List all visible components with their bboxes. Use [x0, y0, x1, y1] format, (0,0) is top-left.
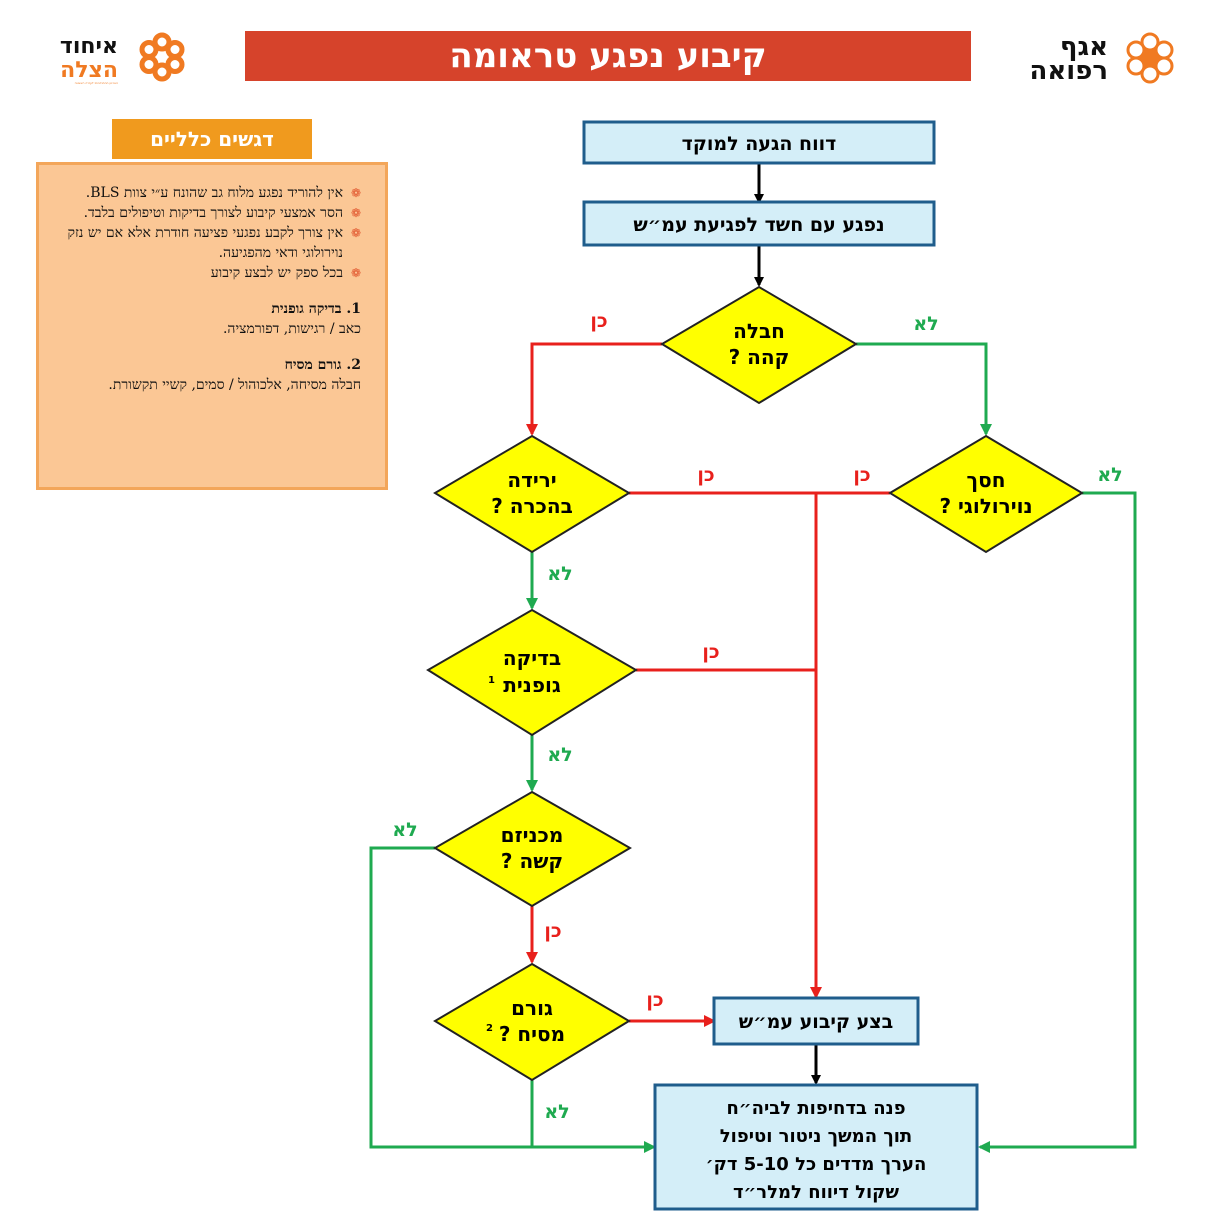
label-yes: כן [646, 989, 663, 1011]
medical-division-logo: אגף רפואה [1010, 28, 1185, 88]
no-neuro-to-evac [978, 491, 1137, 1153]
blunt-line-2: קהה ? [729, 345, 790, 369]
note-item: ❁ בכל ספק יש לבצע קיבוע [61, 263, 361, 283]
logo-left-line2: הצלה [60, 58, 118, 83]
label-yes: כן [590, 310, 607, 332]
footnote2-title: 2. גורם מסיח [284, 357, 361, 373]
distract-line-1: גורם [511, 996, 553, 1020]
note-text: הסר אמצעי קיבוע לצורך בדיקות וטיפולים בל… [83, 205, 343, 221]
exam-line-1: בדיקה [503, 646, 561, 670]
decision-consciousness [433, 434, 631, 554]
bullet-icon: ❁ [350, 206, 361, 220]
distract-line-2: מסיח ? [499, 1022, 565, 1046]
label-no: לא [547, 563, 572, 585]
box-arrival-report-label: דווח הגעה למוקד [682, 133, 837, 155]
footnote1-title: 1. בדיקה גופנית [271, 301, 361, 317]
decision-neuro-deficit [888, 434, 1084, 554]
star-of-life-icon [1126, 32, 1174, 84]
footnote2-text: חבלה מסיחה, אלכוהול / סמים, קשיי תקשורת. [108, 377, 361, 393]
box-perform-immobilization-label: בצע קיבוע עמ״ש [739, 1011, 894, 1033]
decision-mechanism [433, 790, 632, 908]
bullet-icon: ❁ [350, 266, 361, 280]
label-yes: כן [853, 464, 870, 486]
mechanism-line-1: מכניזם [501, 823, 564, 847]
neuro-line-2: נוירולוגי ? [939, 494, 1032, 518]
conscious-line-1: ירידה [507, 468, 556, 492]
evac-line-2: תוך המשך ניטור וטיפול [720, 1126, 912, 1147]
note-item: ❁ אין צורך לקבע נפגעי פציעה חודרת אלא אם … [61, 223, 361, 263]
general-notes-panel: ❁ אין להוריד נפגע מלוח גב שהונח ע״י צוות … [36, 162, 388, 490]
box-perform-immobilization [712, 996, 920, 1046]
evac-line-4: שקול דיווח למלר״ד [733, 1182, 899, 1203]
bullet-icon: ❁ [350, 186, 361, 200]
label-yes: כן [702, 641, 719, 663]
evac-line-1: פנה בדחיפות לביה״ח [726, 1098, 905, 1119]
label-no: לא [913, 313, 938, 335]
decision-distracting-factor [433, 962, 631, 1082]
footnote1-text: כאב / רגישות, דפורמציה. [222, 321, 361, 337]
mechanism-line-2: קשה ? [501, 849, 563, 873]
note-item: ❁ הסר אמצעי קיבוע לצורך בדיקות וטיפולים ב… [61, 203, 361, 223]
label-no: לא [544, 1101, 569, 1123]
logo-right-line1: אגף [1059, 32, 1108, 62]
page-title: קיבוע נפגע טראומה [245, 31, 971, 81]
notes-list: ❁ אין להוריד נפגע מלוח גב שהונח ע״י צוות … [61, 183, 361, 283]
general-notes-tab: דגשים כלליים [112, 119, 312, 159]
exam-line-2: גופנית [503, 673, 561, 697]
bullet-icon: ❁ [350, 226, 361, 240]
neuro-line-1: חסך [967, 468, 1006, 492]
evac-line-3: הערך מדדים כל 5-10 דק׳ [706, 1154, 927, 1175]
logo-right-line2: רפואה [1029, 56, 1108, 86]
label-no: לא [392, 819, 417, 841]
conscious-line-2: בהכרה ? [491, 494, 573, 518]
logo-left-tagline: הארגון ההתנדבותי לעזרה ראשונה [74, 81, 118, 85]
box-suspected-spine [582, 200, 936, 247]
note-item: ❁ אין להוריד נפגע מלוח גב שהונח ע״י צוות … [61, 183, 361, 203]
ichud-hatzala-logo: איחוד הצלה הארגון ההתנדבותי לעזרה ראשונה [40, 30, 190, 85]
no-mechanism-to-evac [369, 846, 656, 1153]
logo-left-line1: איחוד [59, 34, 118, 59]
decision-physical-exam [426, 608, 638, 737]
note-text: בכל ספק יש לבצע קיבוע [210, 265, 343, 281]
label-yes: כן [697, 464, 714, 486]
no-blunt-to-neuro [856, 342, 992, 436]
label-no: לא [1097, 464, 1122, 486]
note-text: אין להוריד נפגע מלוח גב שהונח ע״י צוות B… [85, 185, 343, 201]
blunt-line-1: חבלה [733, 319, 785, 343]
label-no: לא [547, 744, 572, 766]
note-text: אין צורך לקבע נפגעי פציעה חודרת אלא אם י… [67, 225, 343, 261]
box-arrival-report [582, 120, 936, 165]
decision-blunt-trauma [660, 285, 858, 405]
footnote-marker-2: 2 [486, 1023, 493, 1034]
box-urgent-evacuation [653, 1083, 979, 1211]
box-suspected-spine-label: נפגע עם חשד לפגיעת עמ״ש [633, 214, 884, 236]
footnote-marker-1: 1 [488, 675, 495, 686]
label-yes: כן [544, 920, 561, 942]
yes-blunt-to-conscious [526, 342, 662, 436]
star-of-life-icon [139, 32, 185, 82]
